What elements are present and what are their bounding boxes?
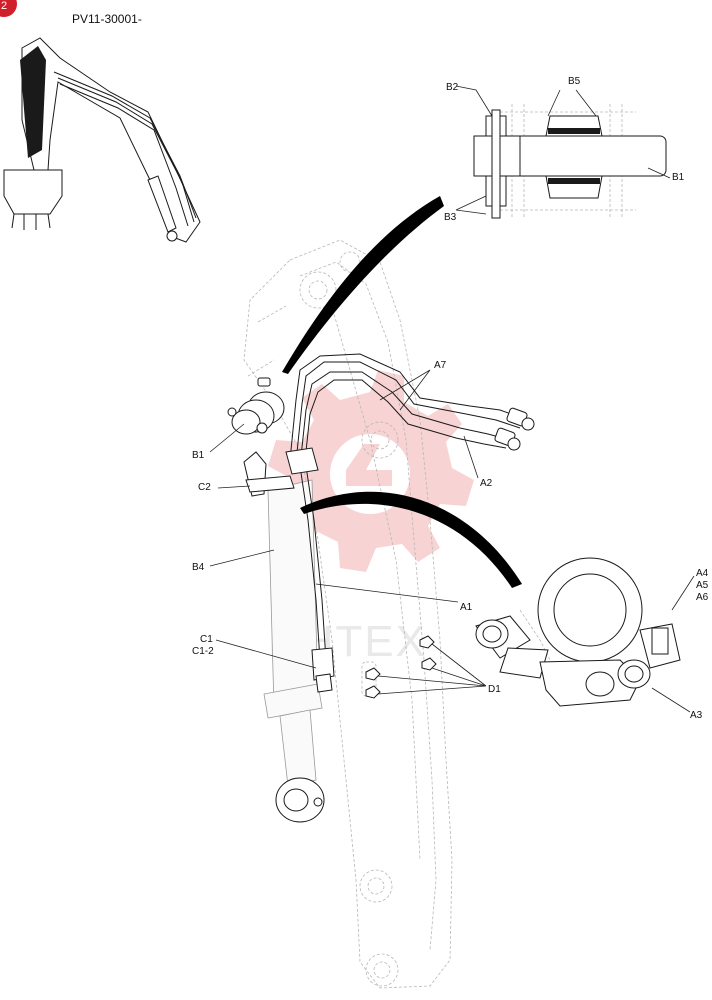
- pin-b1: [227, 377, 285, 435]
- detail-pin-section: [473, 104, 667, 219]
- callout-a4: A4: [696, 568, 709, 579]
- callout-b3: B3: [444, 212, 457, 223]
- callout-a2: A2: [480, 478, 493, 489]
- pipe-a1: [245, 447, 335, 693]
- callout-a3: A3: [690, 710, 703, 721]
- callout-a1: A1: [460, 602, 473, 613]
- callout-d1: D1: [488, 684, 501, 695]
- callout-a7: A7: [434, 360, 447, 371]
- callout-b4: B4: [192, 562, 205, 573]
- bolts-d1: [365, 635, 437, 699]
- overview-thumbnail: [3, 37, 201, 243]
- hoses-a7-a2: [289, 353, 535, 471]
- leader-lines: [209, 85, 695, 713]
- callout-c1: C1: [200, 634, 213, 645]
- callout-b2: B2: [446, 82, 459, 93]
- detail-bracket-section: [475, 557, 681, 707]
- callout-a6: A6: [696, 592, 709, 603]
- callout-a5: A5: [696, 580, 709, 591]
- callout-b5: B5: [568, 76, 581, 87]
- magnify-arc-a: [300, 491, 522, 588]
- magnify-arc-b: [282, 196, 444, 374]
- callout-c1-2: C1-2: [192, 646, 214, 657]
- callout-c2: C2: [198, 482, 211, 493]
- callout-b1-detail: B1: [672, 172, 685, 183]
- page-badge-text: 2: [1, 0, 7, 12]
- diagram-code: PV11-30001-: [72, 12, 142, 26]
- callout-b1: B1: [192, 450, 205, 461]
- page-badge: [0, 0, 17, 17]
